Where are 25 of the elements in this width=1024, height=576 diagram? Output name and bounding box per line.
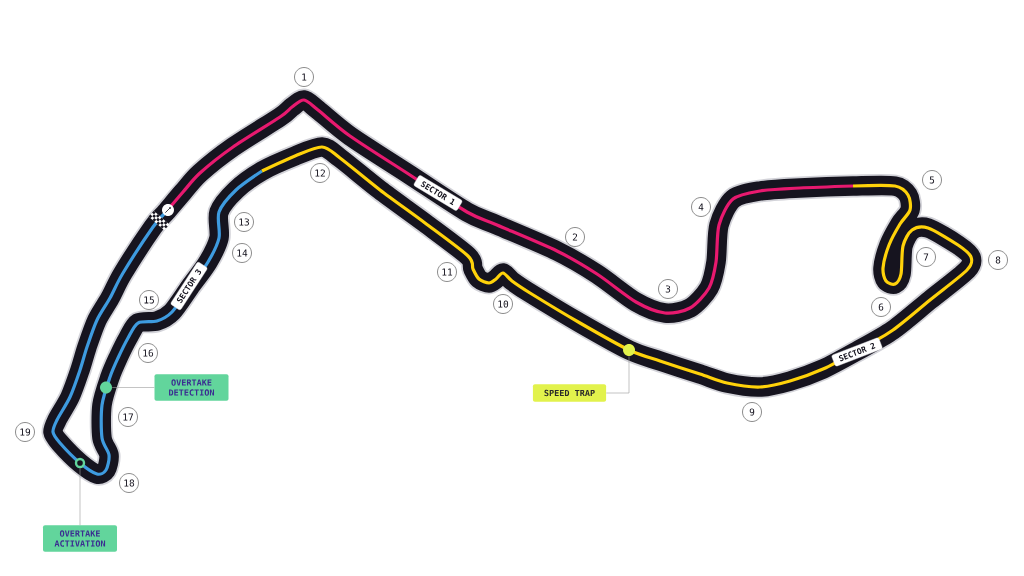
turn-number: 15 — [139, 290, 159, 310]
turn-number: 11 — [437, 262, 457, 282]
turn-number: 7 — [916, 247, 936, 267]
turn-number: 12 — [310, 163, 330, 183]
turn-number: 17 — [118, 407, 138, 427]
turn-number: 2 — [565, 227, 585, 247]
turn-number: 3 — [658, 279, 678, 299]
turn-number: 19 — [15, 422, 35, 442]
turn-number: 14 — [232, 243, 252, 263]
turn-number: 9 — [742, 402, 762, 422]
info-tag: OVERTAKE ACTIVATION — [43, 525, 117, 552]
leader-line — [606, 355, 630, 394]
info-tag: OVERTAKE DETECTION — [154, 374, 229, 401]
turn-number: 1 — [294, 67, 314, 87]
turn-number: 16 — [138, 343, 158, 363]
turn-number: 5 — [922, 170, 942, 190]
turn-number: 8 — [988, 250, 1008, 270]
turn-number: 4 — [691, 197, 711, 217]
turn-number: 10 — [493, 294, 513, 314]
turn-number: 18 — [119, 473, 139, 493]
turn-number: 6 — [871, 297, 891, 317]
info-tag: SPEED TRAP — [532, 384, 607, 402]
leader-line — [111, 387, 155, 388]
marker-ring — [74, 457, 86, 469]
turn-number: 13 — [234, 212, 254, 232]
